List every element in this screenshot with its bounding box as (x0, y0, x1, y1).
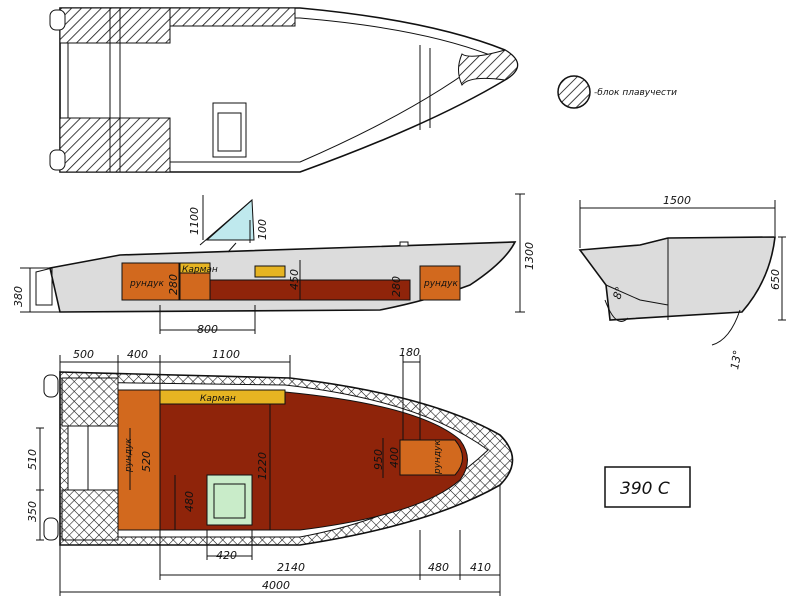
dim-plan-350: 350 (26, 501, 39, 522)
dim-side-800: 800 (197, 323, 218, 336)
legend: -блок плавучести (557, 75, 677, 109)
dim-plan-180: 180 (399, 346, 420, 359)
model-label: 390 C (604, 466, 691, 508)
dim-plan-520: 520 (140, 451, 153, 472)
windshield (205, 198, 255, 241)
dim-plan-950: 950 (372, 449, 385, 470)
dim-plan-1100: 1100 (212, 348, 240, 361)
pocket (159, 389, 286, 405)
dim-plan-500: 500 (73, 348, 94, 361)
dim-side-450: 450 (288, 269, 301, 290)
dim-section-650: 650 (769, 269, 782, 290)
label-locker-side-fwd: рундук (423, 279, 458, 289)
dim-plan-4000: 4000 (262, 579, 290, 592)
dim-section-8deg: 8° (610, 285, 626, 301)
dim-plan-480: 480 (428, 561, 449, 574)
label-locker-plan-aft: рундук (124, 438, 134, 473)
plan-view: Карман рундук рундук 500 400 1100 180 51… (26, 346, 514, 596)
aft-locker (117, 389, 161, 531)
dim-side-1100: 1100 (188, 207, 201, 235)
buoyancy-block-icon (557, 75, 591, 109)
dim-plan-2140: 2140 (277, 561, 305, 574)
dim-side-100: 100 (256, 219, 269, 240)
dim-plan-420: 420 (216, 549, 237, 562)
dim-plan-400: 400 (127, 348, 148, 361)
bow-locker (399, 439, 463, 476)
dim-side-280-b: 280 (390, 276, 403, 297)
dim-side-1300: 1300 (523, 242, 536, 270)
dim-plan-400-v: 400 (388, 447, 401, 468)
label-pocket-plan: Карман (200, 394, 236, 404)
dim-section-1500: 1500 (663, 194, 691, 207)
label-pocket-side: Карман (182, 265, 218, 275)
dim-plan-510: 510 (26, 449, 39, 470)
dim-plan-1220: 1220 (256, 452, 269, 480)
legend-label: -блок плавучести (594, 88, 677, 98)
dim-side-280-a: 280 (167, 274, 180, 295)
dim-section-13deg: 13° (728, 349, 744, 370)
label-locker-side-aft: рундук (129, 279, 164, 289)
label-locker-plan-fwd: рундук (433, 440, 443, 475)
model-name: 390 C (620, 479, 670, 499)
dim-side-380: 380 (12, 286, 25, 307)
section-view: 1500 650 8° 13° (578, 194, 786, 371)
side-view: рундук Карман рундук 1100 100 450 280 28… (12, 193, 536, 336)
dim-plan-480-v: 480 (183, 491, 196, 512)
top-view-structure (49, 7, 519, 173)
dim-plan-410: 410 (470, 561, 491, 574)
